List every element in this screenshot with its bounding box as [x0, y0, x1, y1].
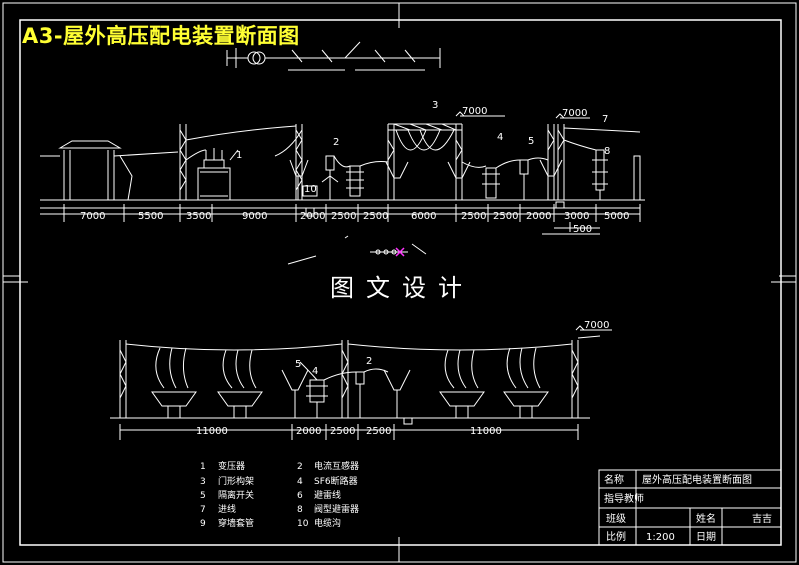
legend-num-5: 5 [200, 491, 206, 501]
legend-text-1: 变压器 [218, 460, 245, 472]
height-label-2: 7000 [562, 108, 587, 119]
dim-11: 2000 [526, 211, 551, 222]
single-line-schematic [226, 41, 441, 71]
callout-7: 7 [602, 114, 608, 125]
legend-text-4: SF6断路器 [314, 475, 358, 487]
legend-num-2: 2 [297, 462, 303, 472]
watermark: 图文设计 [330, 274, 474, 302]
tb-name-value: 屋外高压配电装置断面图 [642, 473, 752, 486]
dim-9: 2500 [461, 211, 486, 222]
callout-1: 1 [236, 150, 242, 161]
lower-dim-5: 11000 [470, 426, 502, 437]
lower-labels: 7000 5 4 2 11000 2000 2500 2500 11000 [196, 320, 609, 437]
dim-5: 2000 [300, 211, 325, 222]
title-block [598, 469, 782, 546]
legend-text-6: 避雷线 [314, 489, 341, 501]
dim-2: 5500 [138, 211, 163, 222]
tb-date-label: 日期 [696, 531, 716, 543]
callout-3: 3 [432, 100, 438, 111]
lower-callout-2: 2 [366, 356, 372, 367]
height-label-1: 7000 [462, 106, 487, 117]
dim-3: 3500 [186, 211, 211, 222]
legend-num-3: 3 [200, 477, 206, 487]
legend-text-2: 电流互感器 [314, 460, 359, 472]
lower-height-label: 7000 [584, 320, 609, 331]
tb-student-label: 姓名 [696, 512, 716, 525]
legend-text-3: 门形构架 [218, 475, 254, 487]
callout-2: 2 [333, 137, 339, 148]
dim-12: 3000 [564, 211, 589, 222]
lower-dim-4: 2500 [366, 426, 391, 437]
lower-section [110, 325, 612, 440]
dim-8: 6000 [411, 211, 436, 222]
upper-section [40, 111, 645, 265]
lower-dim-2: 2000 [296, 426, 321, 437]
centering-marks [3, 3, 796, 562]
upper-labels: 7000 7000 1 2 3 4 5 7 8 10 7000 5500 350… [80, 100, 629, 235]
legend-num-4: 4 [297, 477, 303, 487]
tb-name-label: 名称 [604, 473, 624, 486]
legend-text-9: 穿墙套管 [218, 517, 254, 529]
legend-num-7: 7 [200, 505, 206, 515]
lower-callout-4: 4 [312, 366, 318, 377]
tb-advisor-label: 指导教师 [604, 492, 644, 505]
lower-dim-1: 11000 [196, 426, 228, 437]
legend-num-8: 8 [297, 505, 303, 515]
legend: 1 变压器 2 电流互感器 3 门形构架 4 SF6断路器 5 隔离开关 6 避… [200, 460, 359, 529]
dim-6: 2500 [331, 211, 356, 222]
legend-text-8: 阀型避雷器 [314, 503, 359, 515]
legend-num-10: 10 [297, 519, 309, 529]
tb-scale-label: 比例 [606, 530, 626, 543]
callout-8: 8 [604, 146, 610, 157]
dim-14: 500 [573, 224, 592, 235]
callout-5: 5 [528, 136, 534, 147]
title-block-text: 名称 屋外高压配电装置断面图 指导教师 班级 姓名 吉吉 比例 1:200 日期 [604, 473, 772, 543]
legend-text-7: 进线 [218, 503, 236, 515]
dim-7: 2500 [363, 211, 388, 222]
dim-1: 7000 [80, 211, 105, 222]
legend-text-10: 电缆沟 [314, 517, 341, 529]
dim-13: 5000 [604, 211, 629, 222]
tb-class-label: 班级 [606, 513, 626, 525]
lower-dim-3: 2500 [330, 426, 355, 437]
legend-num-6: 6 [297, 491, 303, 501]
legend-text-5: 隔离开关 [218, 489, 254, 501]
tb-scale-value: 1:200 [646, 532, 675, 543]
legend-num-1: 1 [200, 462, 206, 472]
tb-student-value: 吉吉 [752, 513, 772, 525]
lower-callout-5: 5 [295, 359, 301, 370]
dim-4: 9000 [242, 211, 267, 222]
legend-num-9: 9 [200, 519, 206, 529]
page-title: A3-屋外高压配电装置断面图 [22, 24, 300, 48]
dim-10: 2500 [493, 211, 518, 222]
callout-10: 10 [304, 184, 317, 195]
callout-4: 4 [497, 132, 503, 143]
